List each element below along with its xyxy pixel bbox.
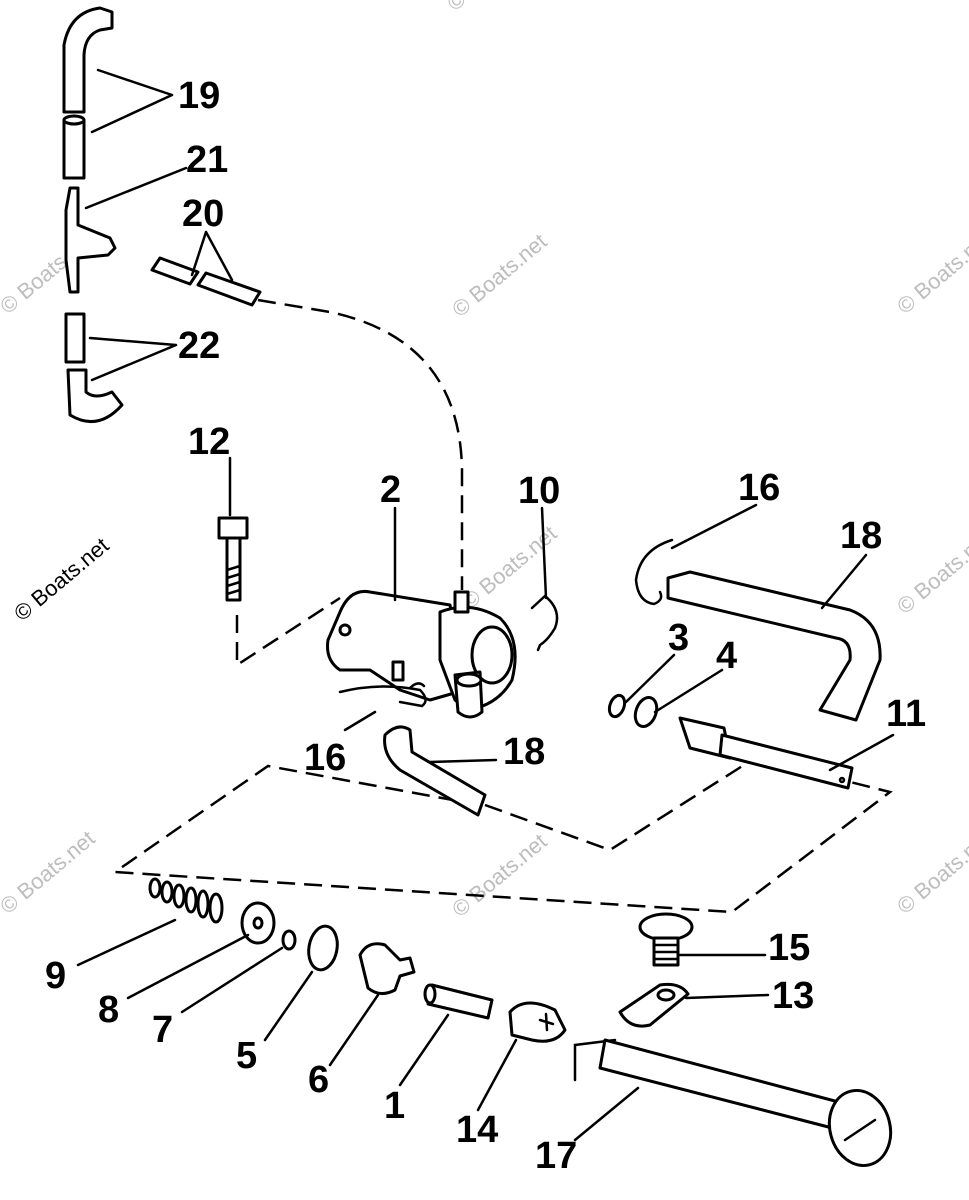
callout-3: 3 [668, 617, 689, 659]
callout-15: 15 [768, 927, 810, 969]
assembly-lines [111, 298, 893, 914]
o-ring-5 [307, 924, 339, 972]
hose-22 [64, 312, 124, 424]
callout-18-right: 18 [840, 515, 882, 557]
callout-16-right: 16 [738, 467, 780, 509]
callout-2: 2 [380, 469, 401, 511]
callout-18-left: 18 [503, 731, 545, 773]
cam-6 [358, 942, 416, 995]
plate-13 [618, 982, 690, 1028]
watermark: © Boats.net [892, 526, 969, 619]
watermark: © Boats.net [447, 229, 551, 322]
callout-12: 12 [188, 421, 230, 463]
watermarks: © Boats.net © Boats.net © Boats.net © Bo… [0, 0, 969, 922]
callout-9: 9 [45, 955, 66, 997]
callout-10: 10 [518, 470, 560, 512]
washer-8 [240, 901, 276, 945]
shaft-11 [678, 716, 854, 790]
callout-4: 4 [716, 635, 737, 677]
hose-18-left [383, 725, 487, 817]
callout-17: 17 [535, 1135, 577, 1177]
callout-6: 6 [308, 1059, 329, 1101]
leader-lines [76, 68, 895, 1142]
hoses-20 [150, 256, 262, 307]
hose-18-right [666, 570, 882, 722]
lever-17 [573, 1038, 893, 1168]
watermark: © Boats.net [0, 826, 100, 919]
tee-21 [64, 186, 117, 294]
watermark: © Boats.net [892, 826, 969, 919]
callout-5: 5 [236, 1035, 257, 1077]
callout-22: 22 [178, 325, 220, 367]
callout-21: 21 [186, 139, 228, 181]
watermark: © Boats.net [442, 0, 546, 16]
callout-19: 19 [178, 75, 220, 117]
callouts: 19 21 20 22 12 2 10 16 18 3 4 11 16 18 1… [45, 75, 926, 1177]
callout-20: 20 [182, 193, 224, 235]
clip-10 [530, 594, 559, 652]
screw-15 [638, 912, 694, 967]
hose-19 [62, 6, 114, 180]
callout-16-left: 16 [304, 737, 346, 779]
callout-1: 1 [384, 1085, 405, 1127]
callout-11: 11 [886, 693, 926, 735]
callout-14: 14 [456, 1109, 498, 1151]
callout-13: 13 [772, 975, 814, 1017]
o-ring-7 [281, 929, 297, 951]
plunger-1 [423, 983, 494, 1020]
callout-7: 7 [152, 1009, 173, 1051]
watermark: © Boats.net [892, 226, 969, 319]
housing-2 [326, 589, 517, 719]
watermark-dark: © Boats.net [9, 533, 113, 626]
callout-8: 8 [98, 989, 119, 1031]
watermark: © Boats.net [447, 829, 551, 922]
clip-16-left [338, 682, 427, 708]
o-rings-3-4 [607, 693, 659, 729]
plug-14 [508, 1001, 567, 1043]
bolt-12 [217, 516, 249, 602]
spring-9 [148, 877, 224, 924]
clip-16-right [634, 538, 674, 606]
